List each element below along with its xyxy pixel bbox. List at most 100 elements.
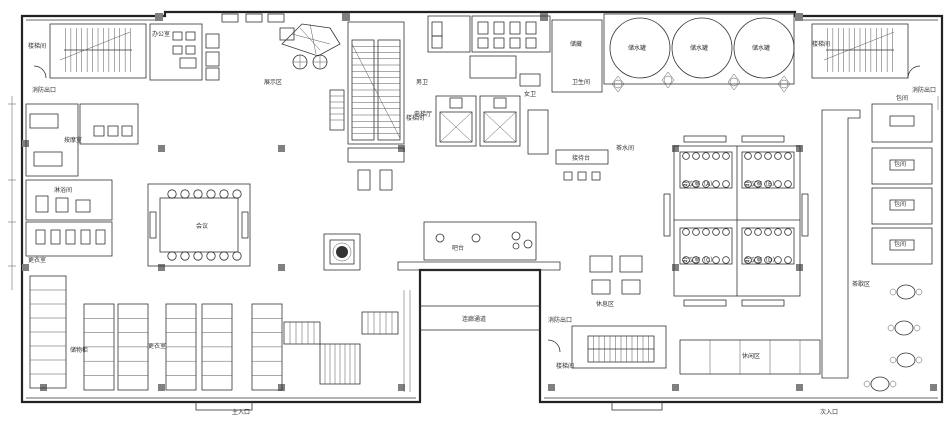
stair-central: 楼梯间 <box>329 21 424 191</box>
private-4-label: 包间 <box>894 240 906 248</box>
outer-walls <box>20 10 944 404</box>
changing-label: 更衣室 <box>28 256 46 264</box>
chair <box>754 180 762 188</box>
chair <box>774 256 782 264</box>
toilet-label: 卫生间 <box>572 78 590 86</box>
bottom-entrance-label: 主入口 <box>232 408 250 416</box>
elevator-label: 电梯厅 <box>414 110 432 118</box>
chair <box>149 211 157 239</box>
chair <box>774 152 782 160</box>
bar-counter: 吧台 <box>423 221 537 261</box>
walkway-label: 连廊通道 <box>462 315 486 323</box>
chair <box>241 211 249 239</box>
meeting-b-label: 会议室（B） <box>744 180 778 188</box>
center-meeting-table: 会议 <box>147 183 251 267</box>
chair <box>744 152 752 160</box>
chair <box>889 380 897 388</box>
private-1-label: 包间 <box>896 94 908 102</box>
chair <box>722 152 730 160</box>
chair <box>784 228 792 236</box>
tank-3-label: 储水罐 <box>752 44 770 52</box>
reception-label: 接待台 <box>572 154 590 162</box>
chair <box>692 228 700 236</box>
se-entrance-label: 次入口 <box>820 408 838 416</box>
chair <box>682 152 690 160</box>
entrances: 主入口 次入口 <box>195 401 838 416</box>
chair <box>206 189 216 199</box>
chair <box>774 228 782 236</box>
tank-1-label: 储水罐 <box>628 44 646 52</box>
lockers-label: 储物柜 <box>70 346 88 354</box>
massage-label: 按摩室 <box>64 136 82 144</box>
tea-area-label: 茶歇区 <box>852 280 870 288</box>
umbrella-tables: 展示区 <box>264 23 341 86</box>
chair <box>754 228 762 236</box>
elevators: 电梯厅 <box>414 95 549 155</box>
bar-label: 吧台 <box>452 244 464 252</box>
private-3-label: 包间 <box>894 200 906 208</box>
chair <box>712 228 720 236</box>
chair <box>712 152 720 160</box>
walkway: 连廊通道 <box>419 305 541 331</box>
chair <box>702 256 710 264</box>
pantry-label: 茶水间 <box>616 144 634 152</box>
chair <box>887 324 895 332</box>
chair <box>784 180 792 188</box>
restroom-m-label: 男卫 <box>416 79 428 86</box>
chair <box>180 189 190 199</box>
chair <box>682 228 690 236</box>
west-service-rooms: 按摩室 淋浴间 更衣室 <box>25 103 139 264</box>
chair <box>722 256 730 264</box>
water-tanks: 储水罐 储水罐 储水罐 <box>603 13 795 93</box>
chair <box>692 180 700 188</box>
chair <box>722 228 730 236</box>
stair-se-label: 楼梯间 <box>556 362 574 370</box>
plants-north <box>611 71 791 93</box>
stair-ne-label: 楼梯间 <box>812 40 830 48</box>
restroom-w-label: 女卫 <box>524 90 536 98</box>
chair <box>754 152 762 160</box>
chair <box>167 189 177 199</box>
chair <box>692 256 700 264</box>
tea-area: 茶歇区 <box>852 280 923 392</box>
chair <box>764 256 772 264</box>
stair-central-label: 楼梯间 <box>406 114 424 122</box>
tea-table <box>894 320 914 336</box>
meeting-a-label: 会议室（A） <box>682 180 716 188</box>
chair <box>774 180 782 188</box>
chair <box>167 251 177 261</box>
fire-exit-nw-label: 消防出口 <box>32 86 56 94</box>
chair <box>232 189 242 199</box>
center-table-label: 会议 <box>196 222 208 230</box>
chair <box>754 256 762 264</box>
display-label: 展示区 <box>264 79 282 86</box>
reception: 接待台 茶水间 <box>555 144 634 181</box>
east-private-rooms: 包间 包间 包间 包间 <box>821 94 933 379</box>
chair <box>863 380 871 388</box>
storage-label: 储藏 <box>570 40 582 48</box>
chair <box>219 251 229 261</box>
office-label: 办公室 <box>152 30 170 38</box>
stair-southeast: 消防出口 楼梯间 <box>547 316 667 370</box>
lockers: 储物柜 更衣室 <box>29 275 283 391</box>
office-northwest: 办公室 <box>149 13 295 81</box>
chair <box>764 228 772 236</box>
shower-label: 淋浴间 <box>54 186 72 194</box>
bench-label: 休闲区 <box>742 352 760 360</box>
chair <box>913 324 921 332</box>
lounge-label: 休息区 <box>596 300 614 308</box>
stair-nw-label: 楼梯间 <box>28 42 46 50</box>
chair <box>784 152 792 160</box>
chair <box>915 288 923 296</box>
chair <box>744 228 752 236</box>
chair <box>193 251 203 261</box>
meeting-d-label: 会议室（D） <box>744 256 779 264</box>
private-2-label: 包间 <box>894 160 906 168</box>
chair <box>764 152 772 160</box>
bench-area: 休闲区 <box>679 339 821 375</box>
chair <box>712 180 720 188</box>
meeting-rooms: 会议室（A） 会议室（B） 会议室（C） 会议室（D） <box>663 135 809 307</box>
chair <box>744 180 752 188</box>
changing-south-label: 更衣室 <box>148 342 166 350</box>
